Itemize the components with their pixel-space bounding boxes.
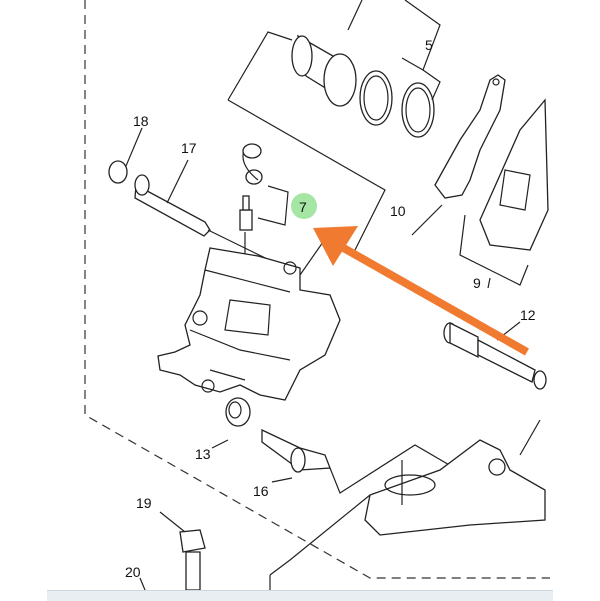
callout-18: 18: [133, 113, 149, 129]
callout-17: 17: [181, 140, 197, 156]
pointer-arrow: [313, 226, 529, 356]
callout-9: 9: [473, 275, 481, 291]
callout-19: 19: [136, 495, 152, 511]
callout-16: 16: [253, 483, 269, 499]
bleed-screw: [239, 143, 289, 262]
mounting-bolt: [139, 511, 206, 591]
callout-12: 12: [520, 307, 536, 323]
brake-pads: [459, 98, 549, 289]
piston-seal-group: [227, 0, 441, 251]
caliper-body: [157, 231, 341, 401]
bottom-bar: [47, 590, 553, 601]
callout-13: 13: [195, 446, 211, 462]
callout-5: 5: [425, 37, 433, 53]
callout-10: 10: [390, 203, 406, 219]
caliper-bracket: [269, 419, 546, 600]
pad-pin: [443, 321, 547, 390]
callout-7: 7: [299, 199, 307, 215]
callout-20: 20: [125, 564, 141, 580]
bushing-and-bolt: [211, 397, 476, 494]
highlight-marker: [291, 193, 317, 219]
assembly-boundary: [84, 0, 550, 579]
slide-pin: [108, 127, 301, 276]
pad-spring: [411, 74, 506, 236]
